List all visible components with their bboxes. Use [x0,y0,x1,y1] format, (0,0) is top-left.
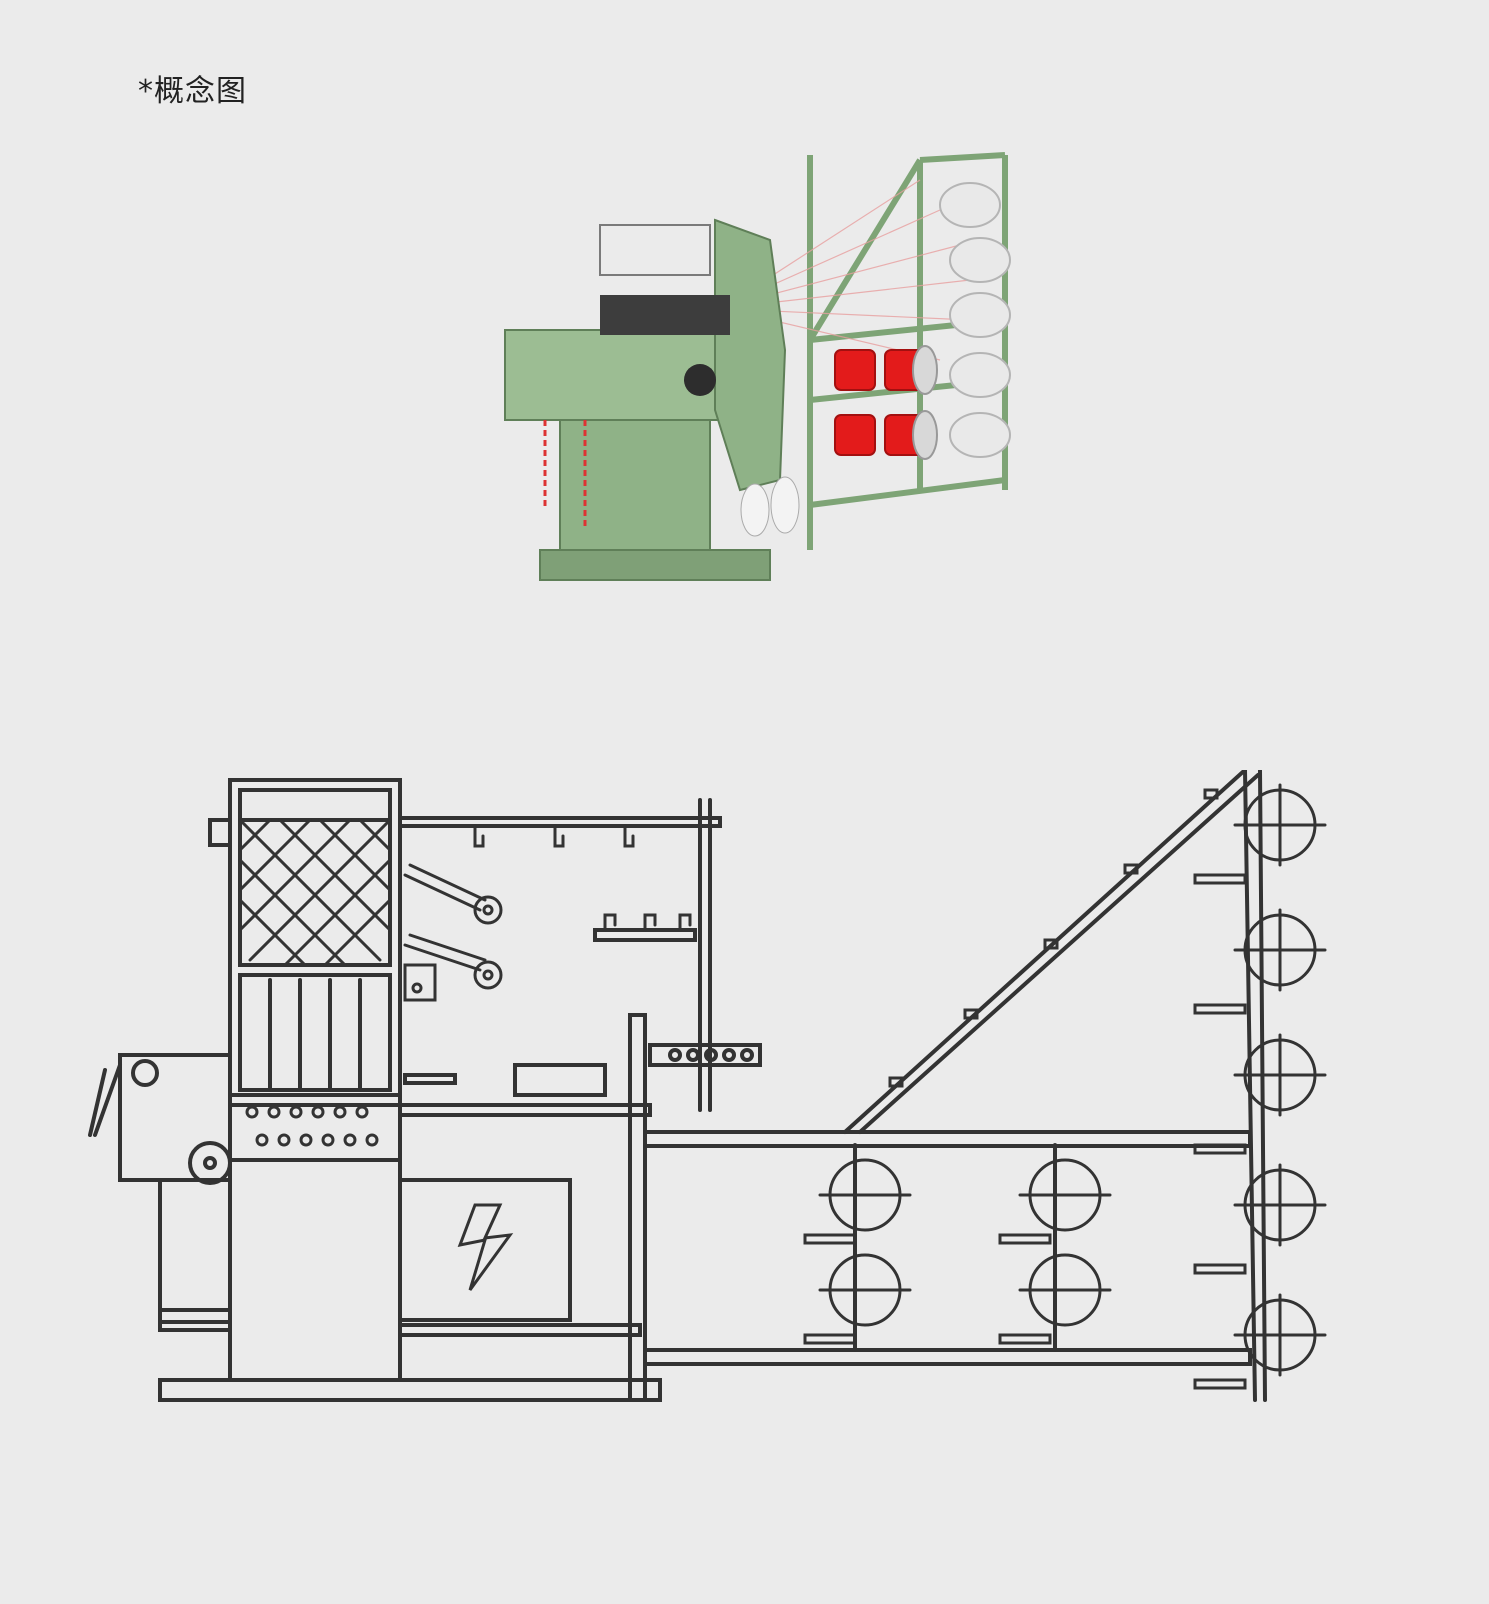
heddle-crosshatch [238,818,392,967]
creel-spools [818,783,1327,1377]
loom-body [504,218,787,581]
concept-caption: *概念图 [138,74,247,109]
needle-loom-schematic [88,770,1327,1402]
ribbons [543,420,587,530]
red-spools [834,349,926,456]
needle-loom-photo [504,152,1011,581]
white-spools [939,182,1011,458]
electric-hazard-icon [457,1203,514,1291]
